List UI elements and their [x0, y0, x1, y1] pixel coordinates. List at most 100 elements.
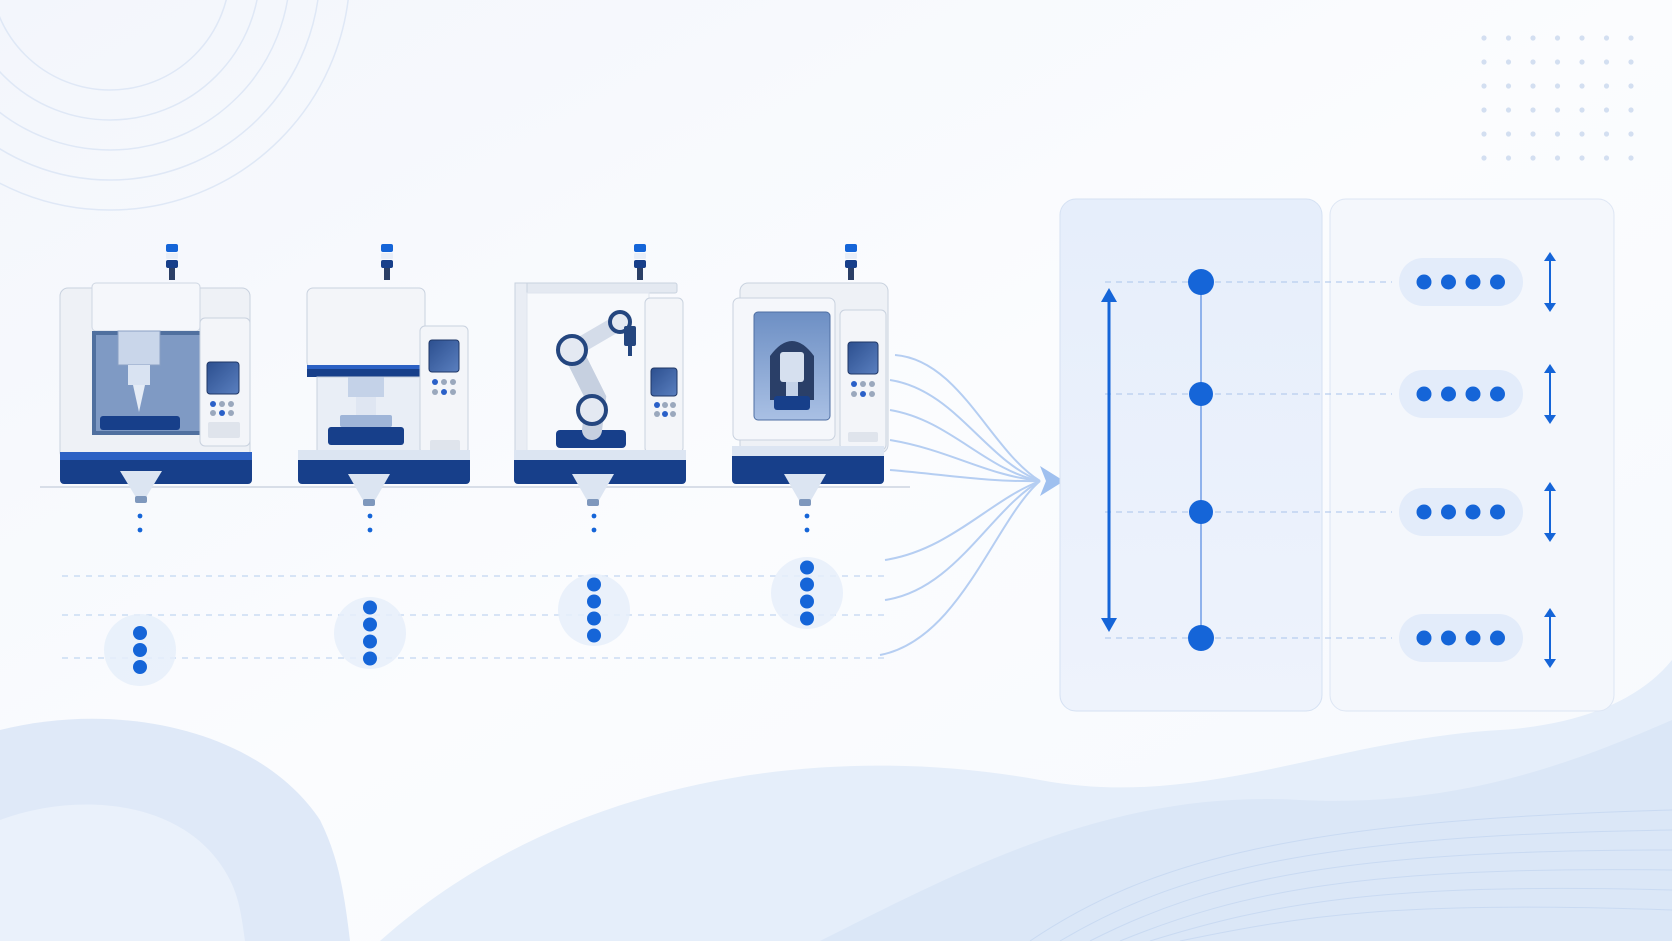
grid-dot [1481, 35, 1487, 41]
value-pill [1399, 488, 1523, 536]
arrow-down-icon [1544, 415, 1556, 424]
decorative-arcs [0, 0, 349, 211]
output-funnel-icon [120, 471, 162, 499]
output-dot [587, 611, 601, 626]
wave-right [820, 720, 1672, 941]
output-dot [363, 600, 377, 615]
grid-dot [1530, 35, 1536, 41]
machine-hydraulic-press [298, 244, 470, 506]
output-funnel-icon [572, 474, 614, 502]
grid-dot [1579, 83, 1585, 89]
timeline-node [1189, 382, 1213, 406]
timeline [1105, 252, 1556, 668]
grid-dot [1481, 59, 1487, 65]
grid-dot [1603, 131, 1610, 137]
grid-dot [1481, 83, 1487, 89]
output-dot [800, 611, 814, 626]
value-pill-dot [1465, 630, 1481, 646]
arrow-up-icon [1544, 608, 1556, 617]
flow-lines [879, 354, 1041, 656]
guide-lines [62, 575, 885, 659]
grid-dot [1530, 59, 1536, 65]
grid-dot [1554, 155, 1561, 161]
output-dot [587, 594, 601, 609]
value-pill-dot [1441, 504, 1456, 520]
arrow-down-icon [1544, 303, 1556, 312]
connector-dot [591, 513, 597, 519]
value-pill-dot [1416, 274, 1432, 290]
value-pill-dot [1416, 504, 1432, 520]
grid-dot [1628, 155, 1634, 161]
robot-arm-icon [556, 310, 636, 448]
grid-dot [1530, 131, 1536, 137]
grid-dot [1554, 59, 1561, 65]
output-dot [363, 651, 377, 666]
value-pill-dot [1465, 386, 1481, 402]
grid-dot [1530, 83, 1536, 89]
value-pill-dot [1490, 274, 1505, 290]
grid-dot [1603, 59, 1610, 65]
value-pill-dot [1416, 630, 1432, 646]
connector-dot [367, 513, 373, 519]
timeline-panel [1059, 198, 1323, 712]
output-dot [587, 577, 601, 592]
wave-lines [1029, 809, 1672, 941]
grid-dot [1554, 83, 1561, 89]
value-pill-dot [1441, 274, 1456, 290]
output-dot [800, 577, 814, 592]
arrow-down-icon [1544, 533, 1556, 542]
grid-dot [1554, 131, 1561, 137]
signal-tower-icon [166, 244, 178, 280]
output-dot [363, 634, 377, 649]
output-halo [558, 574, 630, 646]
grid-dot [1603, 155, 1610, 161]
grid-dot [1481, 131, 1487, 137]
grid-dot [1554, 35, 1561, 41]
timeline-node [1188, 625, 1214, 651]
output-halo [334, 597, 406, 669]
grid-dot [1505, 107, 1512, 113]
grid-dot [1603, 83, 1610, 89]
output-dot [363, 617, 377, 632]
value-pill-dot [1465, 274, 1481, 290]
output-dot [800, 594, 814, 609]
grid-dot [1628, 59, 1634, 65]
output-dot [133, 660, 147, 674]
grid-dot [1481, 107, 1487, 113]
grid-dot [1603, 107, 1610, 113]
grid-dot [1628, 35, 1634, 41]
grid-dot [1530, 107, 1536, 113]
arrow-up-icon [1544, 252, 1556, 261]
value-pill-dot [1490, 386, 1505, 402]
signal-tower-icon [845, 244, 857, 280]
machine-enclosed-lathe [732, 244, 889, 506]
value-pill [1399, 258, 1523, 306]
grid-dot [1628, 83, 1634, 89]
grid-dot [1505, 59, 1512, 65]
grid-dot [1505, 155, 1512, 161]
grid-dot [1579, 155, 1585, 161]
value-pill-dot [1441, 630, 1456, 646]
value-pill-dot [1465, 504, 1481, 520]
arrow-up-icon [1544, 364, 1556, 373]
lathe-icon [770, 341, 814, 410]
connector-dot [591, 527, 597, 533]
range-double-arrow-icon [1101, 288, 1117, 632]
output-funnel-icon [784, 474, 826, 502]
timeline-node [1189, 500, 1213, 524]
arrow-up-icon [1544, 482, 1556, 491]
grid-dot [1579, 59, 1585, 65]
value-pill [1399, 614, 1523, 662]
output-dot [800, 560, 814, 575]
output-funnel-icon [348, 474, 390, 502]
machine-cnc-mill [59, 244, 252, 503]
grid-dot [1505, 83, 1512, 89]
connector-dot [137, 527, 143, 533]
machine-robot-arm-cell [514, 244, 686, 506]
connector-dot [367, 527, 373, 533]
timeline-node [1188, 269, 1214, 295]
connector-dot [804, 513, 810, 519]
output-dot [587, 628, 601, 643]
output-dot [133, 626, 147, 640]
decorative-dot-grid [1481, 35, 1634, 161]
